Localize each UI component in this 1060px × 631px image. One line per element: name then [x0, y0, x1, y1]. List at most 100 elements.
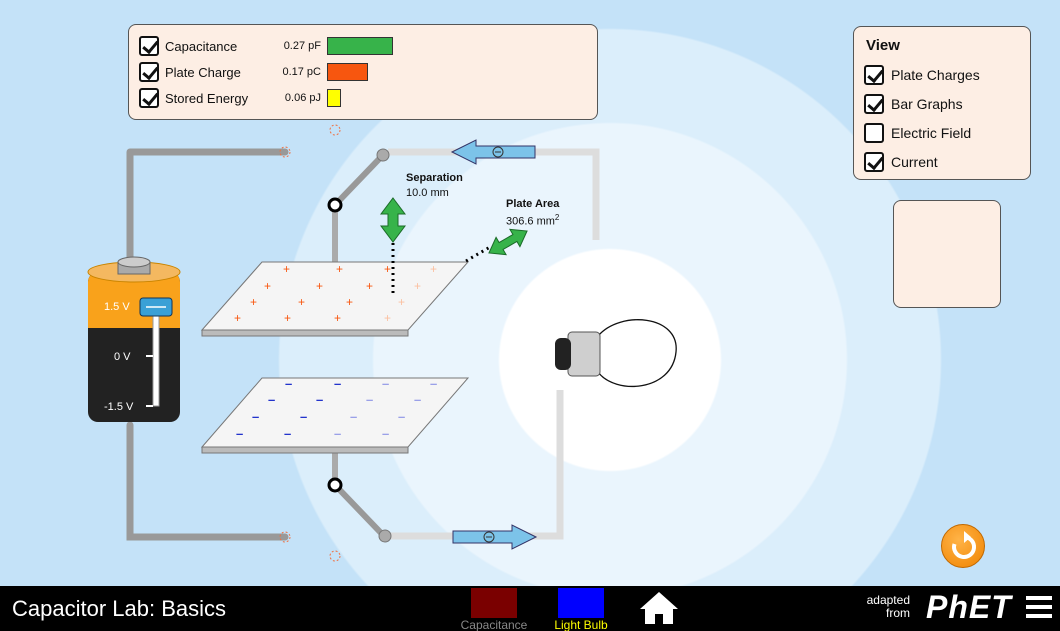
- svg-text:+: +: [384, 262, 391, 276]
- view-option-label: Electric Field: [891, 125, 972, 141]
- plate-area-value: 306.6 mm2: [506, 213, 560, 228]
- view-option-label: Bar Graphs: [891, 96, 963, 112]
- plate-charge-bar: [327, 63, 368, 81]
- home-icon: [640, 592, 678, 624]
- screen-label: Light Bulb: [554, 618, 608, 631]
- view-option-current[interactable]: Current: [864, 152, 938, 172]
- current-checkbox[interactable]: [864, 152, 884, 172]
- current-arrow-bottom: [452, 524, 538, 550]
- top-switch-pivot[interactable]: [327, 197, 343, 213]
- phet-logo[interactable]: PhET: [926, 589, 1012, 625]
- negative-charges: –––– –––– –––– ––––: [236, 376, 437, 441]
- voltmeter-toolbox[interactable]: [893, 200, 1001, 308]
- svg-text:+: +: [334, 311, 341, 325]
- separation-arrow[interactable]: [380, 197, 406, 243]
- battery-wires: [126, 148, 289, 541]
- svg-text:+: +: [283, 262, 290, 276]
- bar-graph-panel: Capacitance 0.27 pF Plate Charge 0.17 pC…: [128, 24, 598, 120]
- separation-value: 10.0 mm: [406, 187, 449, 199]
- bottom-switch-arm: [332, 482, 386, 538]
- battery-label-zero: 0 V: [114, 351, 131, 363]
- bottom-switch-pivot[interactable]: [327, 477, 343, 493]
- probe-point: [279, 531, 291, 543]
- svg-text:–: –: [398, 409, 405, 424]
- adapted-from-label: adapted from: [866, 593, 910, 620]
- svg-text:+: +: [366, 279, 373, 293]
- svg-text:–: –: [382, 426, 389, 441]
- hamburger-menu-icon[interactable]: [1026, 596, 1052, 620]
- svg-text:+: +: [384, 311, 391, 325]
- view-option-bar-graphs[interactable]: Bar Graphs: [864, 94, 963, 114]
- svg-text:+: +: [316, 279, 323, 293]
- bar-value: 0.27 pF: [283, 40, 321, 52]
- svg-text:+: +: [234, 311, 241, 325]
- svg-text:+: +: [298, 295, 305, 309]
- svg-text:+: +: [264, 279, 271, 293]
- home-button[interactable]: [638, 590, 680, 626]
- svg-text:+: +: [250, 295, 257, 309]
- svg-text:–: –: [316, 392, 323, 407]
- svg-text:–: –: [284, 426, 291, 441]
- bottom-switch-contact: [378, 529, 392, 543]
- svg-text:–: –: [430, 376, 437, 391]
- reset-all-button[interactable]: [941, 524, 985, 568]
- bar-label: Stored Energy: [165, 90, 249, 106]
- electric-field-checkbox[interactable]: [864, 123, 884, 143]
- sim-title: Capacitor Lab: Basics: [12, 596, 226, 621]
- svg-text:+: +: [284, 311, 291, 325]
- svg-text:+: +: [414, 279, 421, 293]
- view-option-electric-field[interactable]: Electric Field: [864, 123, 971, 143]
- screen-button-light-bulb[interactable]: Light Bulb: [546, 588, 616, 631]
- plate-area-guide: [465, 245, 491, 263]
- svg-text:–: –: [350, 409, 357, 424]
- stored-energy-checkbox[interactable]: [139, 88, 159, 108]
- svg-text:–: –: [366, 392, 373, 407]
- top-switch-contact: [376, 148, 390, 162]
- plate-charges-checkbox[interactable]: [864, 65, 884, 85]
- svg-text:–: –: [334, 426, 341, 441]
- view-option-label: Current: [891, 154, 938, 170]
- capacitance-bar: [327, 37, 393, 55]
- svg-text:–: –: [300, 409, 307, 424]
- light-bulb-screen-icon: [558, 588, 604, 618]
- plate-area-title: Plate Area: [506, 198, 560, 210]
- battery: [87, 256, 181, 422]
- svg-text:–: –: [252, 409, 259, 424]
- bar-graphs-checkbox[interactable]: [864, 94, 884, 114]
- stored-energy-bar: [327, 89, 341, 107]
- bar-row-plate-charge: Plate Charge 0.17 pC: [139, 60, 368, 84]
- svg-text:–: –: [236, 426, 243, 441]
- view-option-label: Plate Charges: [891, 67, 980, 83]
- navigation-bar: Capacitor Lab: Basics Capacitance Light …: [0, 586, 1060, 631]
- bar-label: Capacitance: [165, 38, 238, 54]
- view-option-plate-charges[interactable]: Plate Charges: [864, 65, 980, 85]
- current-arrow-top: [450, 139, 536, 165]
- bar-row-capacitance: Capacitance 0.27 pF: [139, 34, 393, 58]
- view-title: View: [866, 37, 900, 54]
- screen-label: Capacitance: [460, 618, 528, 631]
- bar-value: 0.17 pC: [282, 66, 321, 78]
- play-area: ++++ ++++ ++++ ++++ –––– –––– –––– ––––: [0, 0, 1060, 586]
- svg-text:–: –: [268, 392, 275, 407]
- reset-icon: [952, 531, 977, 559]
- capacitance-checkbox[interactable]: [139, 36, 159, 56]
- capacitance-screen-icon: [471, 588, 517, 618]
- view-panel: View Plate Charges Bar Graphs Electric F…: [853, 26, 1031, 180]
- plate-charge-checkbox[interactable]: [139, 62, 159, 82]
- svg-text:+: +: [430, 262, 437, 276]
- svg-text:–: –: [382, 376, 389, 391]
- svg-text:–: –: [414, 392, 421, 407]
- svg-text:–: –: [334, 376, 341, 391]
- battery-label-max: 1.5 V: [104, 301, 130, 313]
- screen-button-capacitance[interactable]: Capacitance: [459, 588, 529, 631]
- bar-row-stored-energy: Stored Energy 0.06 pJ: [139, 86, 341, 110]
- bar-value: 0.06 pJ: [284, 92, 321, 104]
- svg-text:–: –: [285, 376, 292, 391]
- battery-label-min: -1.5 V: [104, 401, 134, 413]
- top-switch-arm: [332, 152, 386, 208]
- plate-area-arrow[interactable]: [484, 222, 532, 261]
- bar-label: Plate Charge: [165, 64, 241, 80]
- svg-text:+: +: [346, 295, 353, 309]
- voltage-slider-track: [152, 309, 160, 407]
- probe-point: [329, 550, 341, 562]
